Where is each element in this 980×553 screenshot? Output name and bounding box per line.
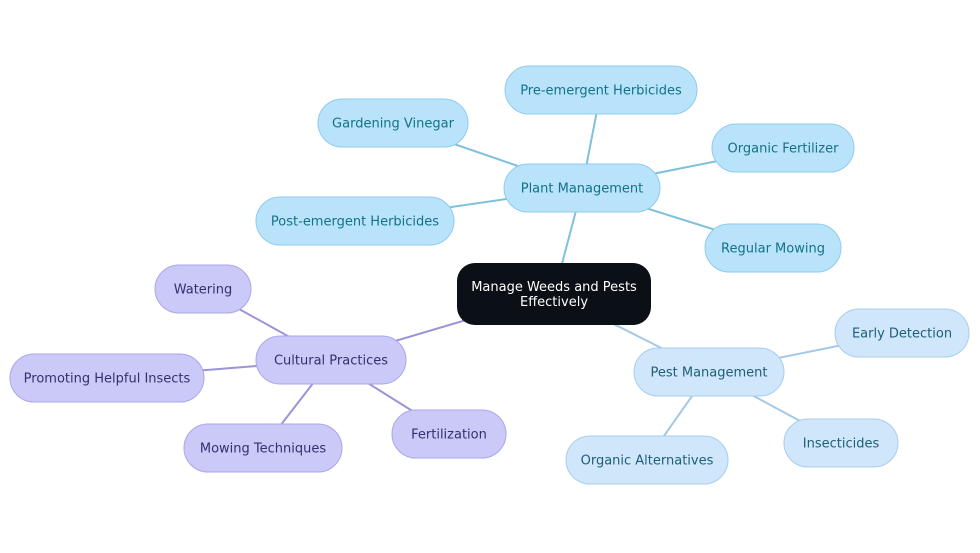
node-pre-emergent-herbicides: Pre-emergent Herbicides bbox=[504, 65, 698, 115]
node-mowing-techniques-box bbox=[183, 423, 343, 473]
node-root-label-1: Manage Weeds and Pests bbox=[471, 280, 637, 295]
node-plant-management-label: Plant Management bbox=[521, 182, 644, 197]
node-organic-alternatives-label: Organic Alternatives bbox=[581, 454, 714, 469]
node-cultural-practices: Cultural Practices bbox=[255, 335, 407, 385]
node-mowing-techniques: Mowing Techniques bbox=[183, 423, 343, 473]
node-insecticides-box bbox=[783, 418, 899, 468]
node-plant-management: Plant Management bbox=[503, 163, 661, 213]
node-regular-mowing-box bbox=[704, 223, 842, 273]
node-organic-fertilizer-box bbox=[711, 123, 855, 173]
node-promoting-helpful-insects-box bbox=[9, 353, 205, 403]
node-root-label-2: Effectively bbox=[520, 295, 588, 310]
node-pre-emergent-herbicides-box bbox=[504, 65, 698, 115]
node-organic-fertilizer: Organic Fertilizer bbox=[711, 123, 855, 173]
node-gardening-vinegar-label: Gardening Vinegar bbox=[332, 117, 455, 132]
node-early-detection-label: Early Detection bbox=[852, 327, 952, 342]
node-gardening-vinegar-box bbox=[317, 98, 469, 148]
node-post-emergent-herbicides-label: Post-emergent Herbicides bbox=[271, 215, 439, 230]
node-pre-emergent-herbicides-label: Pre-emergent Herbicides bbox=[520, 84, 682, 99]
node-watering-box bbox=[154, 264, 252, 314]
node-regular-mowing-label: Regular Mowing bbox=[721, 242, 825, 257]
node-pest-management: Pest Management bbox=[633, 347, 785, 397]
node-cultural-practices-label: Cultural Practices bbox=[274, 354, 388, 369]
node-fertilization-box bbox=[391, 409, 507, 459]
node-organic-alternatives: Organic Alternatives bbox=[565, 435, 729, 485]
node-early-detection: Early Detection bbox=[834, 308, 970, 358]
node-root-box bbox=[457, 263, 651, 325]
node-cultural-practices-box bbox=[255, 335, 407, 385]
node-pest-management-box bbox=[633, 347, 785, 397]
node-post-emergent-herbicides-box bbox=[255, 196, 455, 246]
node-fertilization-label: Fertilization bbox=[411, 428, 487, 443]
node-post-emergent-herbicides: Post-emergent Herbicides bbox=[255, 196, 455, 246]
node-fertilization: Fertilization bbox=[391, 409, 507, 459]
node-pest-management-label: Pest Management bbox=[650, 366, 767, 381]
node-watering-label: Watering bbox=[174, 283, 233, 298]
node-promoting-helpful-insects: Promoting Helpful Insects bbox=[9, 353, 205, 403]
node-organic-fertilizer-label: Organic Fertilizer bbox=[728, 142, 840, 157]
node-organic-alternatives-box bbox=[565, 435, 729, 485]
node-insecticides: Insecticides bbox=[783, 418, 899, 468]
node-watering: Watering bbox=[154, 264, 252, 314]
node-plant-management-box bbox=[503, 163, 661, 213]
node-gardening-vinegar: Gardening Vinegar bbox=[317, 98, 469, 148]
node-insecticides-label: Insecticides bbox=[803, 437, 880, 452]
node-mowing-techniques-label: Mowing Techniques bbox=[200, 442, 326, 457]
node-promoting-helpful-insects-label: Promoting Helpful Insects bbox=[24, 372, 191, 387]
node-regular-mowing: Regular Mowing bbox=[704, 223, 842, 273]
node-early-detection-box bbox=[834, 308, 970, 358]
